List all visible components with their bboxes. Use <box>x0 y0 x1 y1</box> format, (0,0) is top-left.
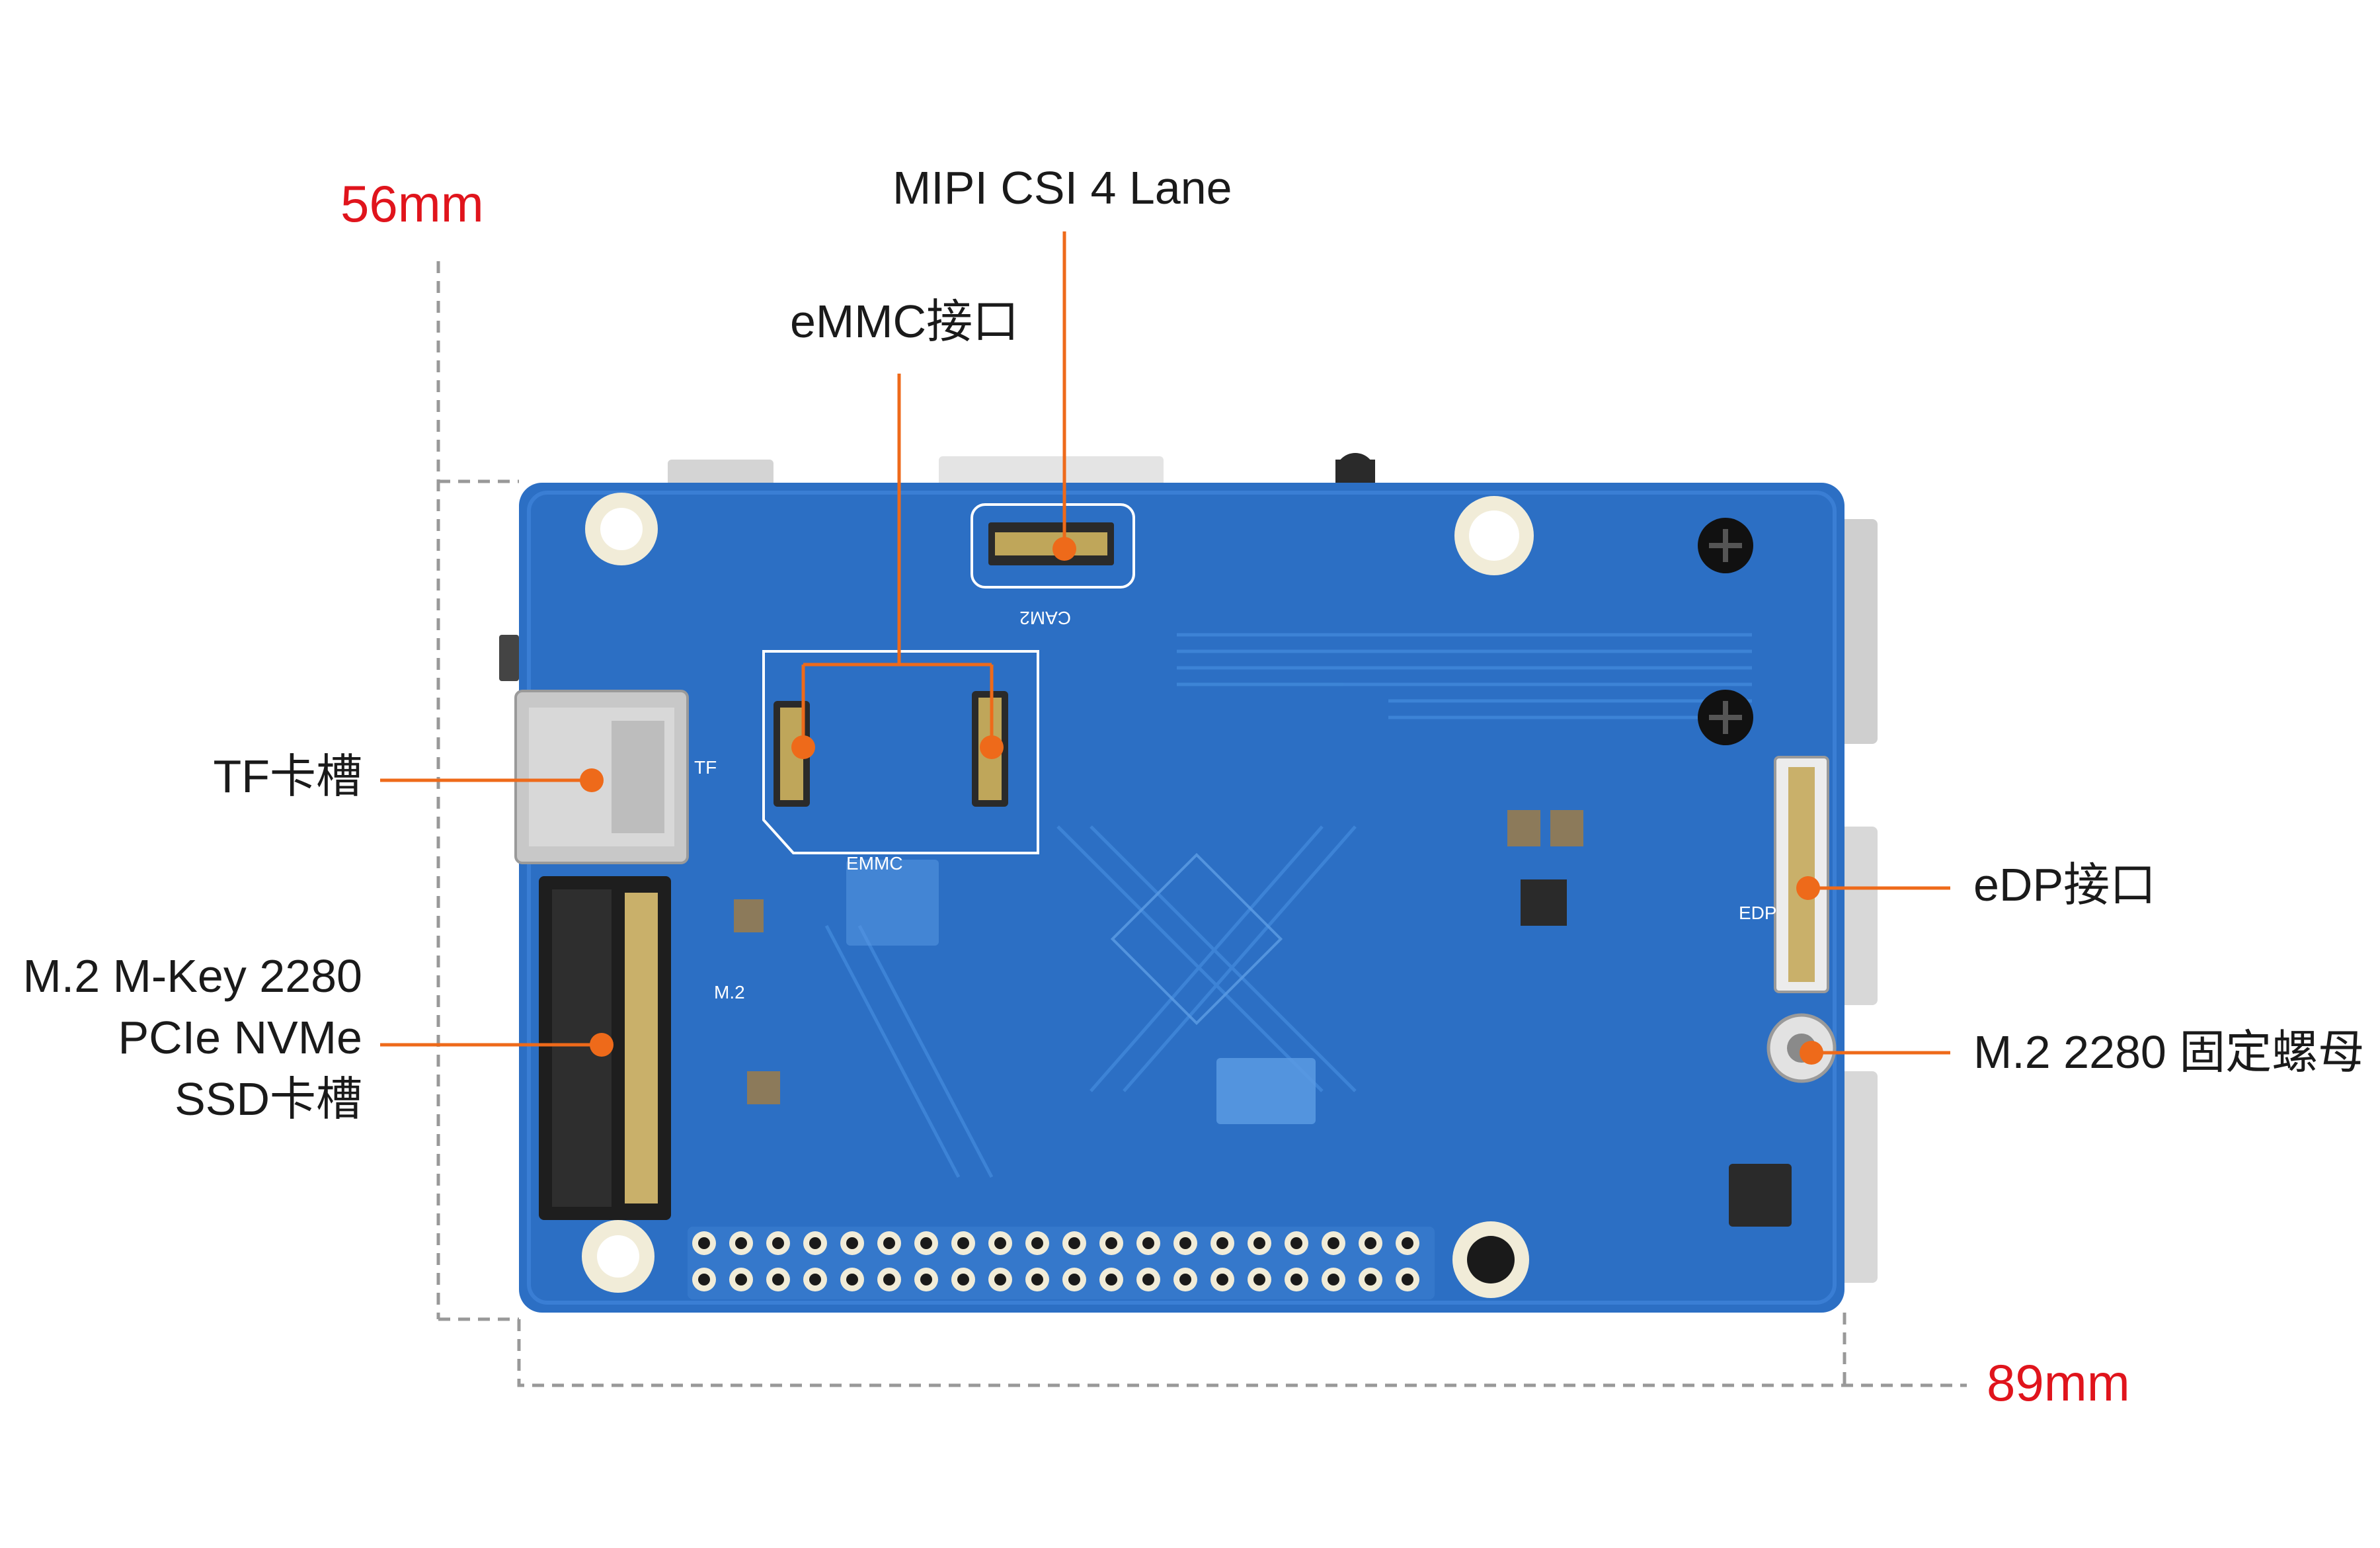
gpio-pin-hole <box>1328 1237 1339 1249</box>
ethernet-port <box>1838 519 1878 744</box>
gpio-pin-hole <box>809 1237 821 1249</box>
gpio-pin-hole <box>846 1274 858 1285</box>
gpio-pin-hole <box>1142 1274 1154 1285</box>
height-dimension-line <box>436 261 519 1321</box>
edp-label: eDP接口 <box>1973 859 2157 911</box>
gpio-pin-hole <box>883 1237 895 1249</box>
gpio-pin-hole <box>1216 1274 1228 1285</box>
gpio-pin-hole <box>1142 1237 1154 1249</box>
cam-silk: CAM2 <box>1019 608 1071 628</box>
m2-slot-label-line1: M.2 M-Key 2280 <box>22 950 362 1002</box>
gpio-pin-hole <box>1253 1237 1265 1249</box>
width-dimension-line <box>517 1313 1967 1387</box>
m2-silk: M.2 <box>714 982 745 1002</box>
gpio-pin-hole <box>883 1274 895 1285</box>
width-dimension-label: 89mm <box>1987 1354 2130 1412</box>
gpio-pin-hole <box>809 1274 821 1285</box>
gpio-pin-hole <box>1402 1274 1413 1285</box>
gpio-pin-hole <box>1290 1237 1302 1249</box>
gpio-pin-hole <box>920 1274 932 1285</box>
gpio-pin-hole <box>1105 1237 1117 1249</box>
m2-nut-label: M.2 2280 固定螺母 <box>1973 1026 2365 1078</box>
height-dimension-label: 56mm <box>340 175 484 233</box>
gpio-pin-hole <box>1216 1237 1228 1249</box>
gpio-pin-hole <box>772 1274 784 1285</box>
gpio-pin-hole <box>772 1237 784 1249</box>
gpio-pin-hole <box>1365 1237 1376 1249</box>
emmc-silk: EMMC <box>846 853 903 874</box>
usb-right-1 <box>1838 827 1878 1005</box>
gpio-pin-hole <box>1290 1274 1302 1285</box>
leader-dots <box>580 537 1823 1065</box>
emmc-label: eMMC接口 <box>790 296 1019 347</box>
pcb <box>519 483 1844 1313</box>
m2-slot-label-line2: PCIe NVMe <box>118 1012 362 1063</box>
gpio-pin-hole <box>1179 1274 1191 1285</box>
gpio-pin-hole <box>994 1274 1006 1285</box>
tf-slot-label: TF卡槽 <box>213 751 362 802</box>
mipi-csi-label: MIPI CSI 4 Lane <box>892 162 1232 214</box>
gpio-pin-hole <box>957 1237 969 1249</box>
gpio-pin-hole <box>1105 1274 1117 1285</box>
gpio-pin-hole <box>1365 1274 1376 1285</box>
hdmi-top <box>939 456 1164 486</box>
gpio-pin-hole <box>957 1274 969 1285</box>
gpio-pin-hole <box>1402 1237 1413 1249</box>
edp-silk: EDP <box>1739 903 1777 923</box>
usb-right-2 <box>1838 1071 1878 1283</box>
gpio-pin-hole <box>994 1237 1006 1249</box>
gpio-pin-hole <box>1068 1274 1080 1285</box>
leader-lines <box>380 231 1950 1055</box>
gpio-pin-hole <box>735 1274 747 1285</box>
gpio-pin-hole <box>846 1237 858 1249</box>
gpio-pin-hole <box>1328 1274 1339 1285</box>
m2-slot-label-line3: SSD卡槽 <box>175 1073 362 1125</box>
emmc-leader <box>801 374 994 747</box>
usb-top-left <box>668 460 774 486</box>
gpio-pin-hole <box>920 1237 932 1249</box>
gpio-pin-hole <box>698 1237 710 1249</box>
gpio-pin-hole <box>698 1274 710 1285</box>
gpio-pin-hole <box>1031 1237 1043 1249</box>
gpio-header <box>688 1227 1435 1299</box>
gpio-pin-hole <box>1068 1237 1080 1249</box>
gpio-pin-hole <box>1179 1237 1191 1249</box>
gpio-pin-hole <box>1031 1274 1043 1285</box>
tf-silk: TF <box>694 757 717 778</box>
gpio-pin-hole <box>1253 1274 1265 1285</box>
gpio-pin-hole <box>735 1237 747 1249</box>
